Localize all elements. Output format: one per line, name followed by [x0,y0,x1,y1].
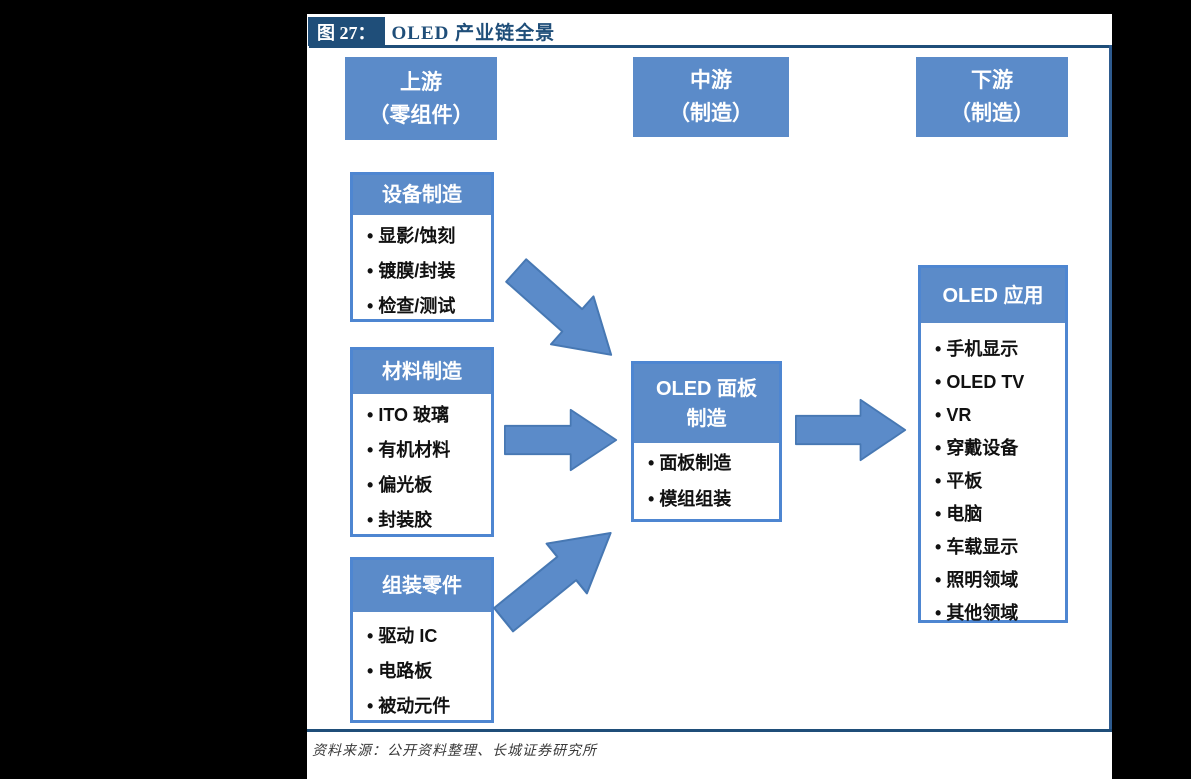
equipment-box-items: 显影/蚀刻 镀膜/封装 检查/测试 [353,215,491,324]
figure-panel: 图 27： OLED 产业链全景 上游 （零组件） 中游 （制造） 下游 （制造… [307,14,1112,779]
oled-applications-box-title: OLED 应用 [921,268,1065,323]
list-item: 显影/蚀刻 [367,219,485,254]
list-item: 镀膜/封装 [367,254,485,289]
stage-label-line2: （制造） [669,102,753,125]
stage-box-midstream: 中游 （制造） [633,57,789,137]
equipment-box-title: 设备制造 [353,175,491,215]
figure-label-badge: 图 27： [308,17,385,46]
list-item: OLED TV [935,366,1059,399]
oled-panel-title-line2: 制造 [686,407,727,430]
list-item: 车载显示 [935,531,1059,564]
figure-header: 图 27： OLED 产业链全景 [308,17,555,46]
arrow-panel-to-applications-icon [795,397,907,463]
list-item: 有机材料 [367,433,485,468]
arrow-assembly-to-panel-icon [481,504,635,647]
stage-label-line2: （零组件） [368,103,474,127]
list-item: VR [935,399,1059,432]
materials-box-title: 材料制造 [353,350,491,394]
list-item: ITO 玻璃 [367,398,485,433]
list-item: 偏光板 [367,468,485,503]
oled-panel-box-items: 面板制造 模组组装 [634,443,779,519]
oled-panel-title-line1: OLED 面板 [655,377,758,400]
title-underline [309,45,1110,48]
source-note: 资料来源：公开资料整理、长城证券研究所 [312,744,597,759]
list-item: 电脑 [935,498,1059,531]
stage-label-line1: 下游 [971,69,1013,92]
list-item: 照明领域 [935,564,1059,597]
list-item: 其他领域 [935,597,1059,630]
list-item: 手机显示 [935,333,1059,366]
assembly-box: 组装零件 驱动 IC 电路板 被动元件 [350,557,494,723]
list-item: 穿戴设备 [935,432,1059,465]
arrow-materials-to-panel-icon [504,407,618,473]
assembly-box-items: 驱动 IC 电路板 被动元件 [353,612,491,724]
list-item: 平板 [935,465,1059,498]
figure-title: OLED 产业链全景 [391,23,556,44]
arrow-equipment-to-panel-icon [492,244,636,383]
list-item: 封装胶 [367,503,485,538]
list-item: 检查/测试 [367,289,485,324]
assembly-box-title: 组装零件 [353,560,491,612]
stage-label-line1: 上游 [400,70,442,94]
list-item: 驱动 IC [367,619,485,654]
stage-box-downstream: 下游 （制造） [916,57,1068,137]
oled-panel-box-title: OLED 面板 制造 [634,364,779,443]
stage-label-line1: 中游 [690,69,732,92]
right-border-line [1109,45,1112,732]
list-item: 面板制造 [648,445,773,481]
oled-panel-box: OLED 面板 制造 面板制造 模组组装 [631,361,782,522]
list-item: 模组组装 [648,481,773,517]
stage-box-upstream: 上游 （零组件） [345,57,497,140]
materials-box: 材料制造 ITO 玻璃 有机材料 偏光板 封装胶 [350,347,494,537]
list-item: 被动元件 [367,689,485,724]
oled-applications-box: OLED 应用 手机显示 OLED TV VR 穿戴设备 平板 电脑 车载显示 … [918,265,1068,623]
materials-box-items: ITO 玻璃 有机材料 偏光板 封装胶 [353,394,491,538]
equipment-box: 设备制造 显影/蚀刻 镀膜/封装 检查/测试 [350,172,494,322]
oled-applications-box-items: 手机显示 OLED TV VR 穿戴设备 平板 电脑 车载显示 照明领域 其他领… [921,323,1065,630]
stage-label-line2: （制造） [950,102,1034,125]
source-divider-line [307,729,1112,732]
list-item: 电路板 [367,654,485,689]
